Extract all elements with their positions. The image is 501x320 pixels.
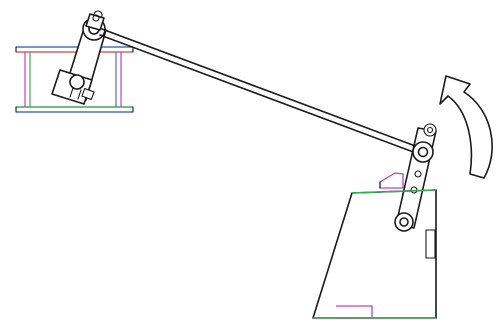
right-base-block xyxy=(312,172,437,319)
right-pivot-joint xyxy=(394,123,437,232)
left-pivot-joint xyxy=(51,10,107,105)
left-mounting-bracket xyxy=(15,46,134,113)
curved-arrow-counterclockwise-icon xyxy=(439,75,493,179)
connecting-rod xyxy=(99,28,419,154)
